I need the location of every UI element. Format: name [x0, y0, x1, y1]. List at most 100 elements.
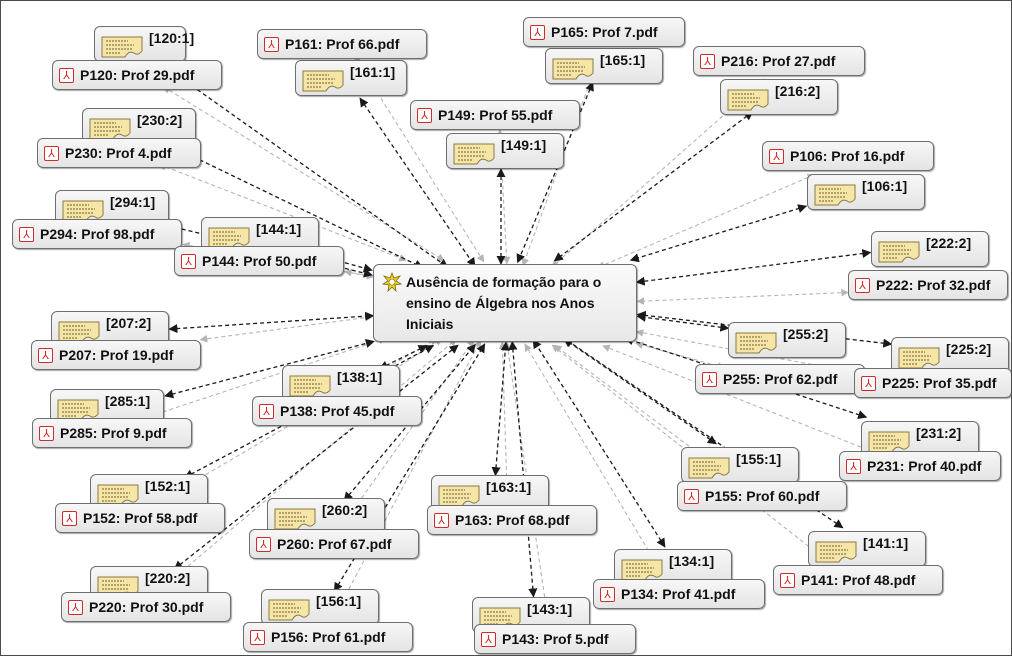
document-label: P106: Prof 16.pdf: [790, 148, 905, 164]
document-label: P294: Prof 98.pdf: [40, 226, 155, 242]
pdf-icon: ⅄: [62, 510, 77, 526]
quotation-label: [255:2]: [783, 326, 829, 342]
quotation-note-icon: [101, 36, 143, 58]
document-label: P156: Prof 61.pdf: [271, 629, 386, 645]
quotation-note-icon: [268, 599, 310, 621]
quotation-node[interactable]: [216:2]: [720, 79, 838, 115]
document-node[interactable]: ⅄P141: Prof 48.pdf: [773, 565, 943, 595]
quotation-note-icon: [289, 375, 331, 397]
quotation-note-icon: [89, 118, 131, 140]
document-label: P152: Prof 58.pdf: [83, 510, 198, 526]
quotation-note-icon: [274, 508, 316, 530]
quotation-node[interactable]: [106:1]: [807, 174, 925, 210]
pdf-icon: ⅄: [481, 631, 496, 647]
quotation-link: [516, 81, 594, 264]
quotation-note-icon: [621, 559, 663, 581]
document-link: [602, 344, 882, 456]
quotation-label: [220:2]: [145, 570, 191, 586]
document-node[interactable]: ⅄P138: Prof 45.pdf: [252, 396, 422, 426]
code-icon: [382, 272, 402, 292]
quotation-label: [216:2]: [775, 83, 821, 99]
quotation-note-icon: [58, 321, 100, 343]
quotation-link: [168, 311, 375, 334]
quotation-node[interactable]: [260:2]: [267, 498, 385, 534]
document-label: P161: Prof 66.pdf: [285, 36, 400, 52]
quotation-node[interactable]: [120:1]: [94, 26, 194, 62]
document-node[interactable]: ⅄P294: Prof 98.pdf: [12, 219, 182, 249]
document-node[interactable]: ⅄P216: Prof 27.pdf: [693, 46, 865, 76]
quotation-label: [161:1]: [350, 64, 396, 80]
document-node[interactable]: ⅄P230: Prof 4.pdf: [37, 138, 201, 168]
pdf-icon: ⅄: [861, 375, 876, 391]
pdf-icon: ⅄: [684, 488, 699, 504]
document-label: P222: Prof 32.pdf: [876, 277, 991, 293]
document-link: [636, 288, 849, 305]
quotation-label: [156:1]: [316, 593, 362, 609]
document-node[interactable]: ⅄ P149: Prof 55.pdf: [410, 100, 580, 130]
pdf-icon: ⅄: [38, 347, 53, 363]
document-label: P144: Prof 50.pdf: [202, 253, 317, 269]
document-node[interactable]: ⅄P260: Prof 67.pdf: [249, 529, 419, 559]
pdf-icon: ⅄: [417, 107, 432, 123]
pdf-icon: ⅄: [39, 425, 54, 441]
document-node[interactable]: ⅄P220: Prof 30.pdf: [61, 592, 231, 622]
quotation-node[interactable]: [161:1]: [295, 60, 407, 96]
document-label: P225: Prof 35.pdf: [882, 375, 997, 391]
document-node[interactable]: ⅄ P225: Prof 35.pdf: [854, 368, 1011, 398]
document-link: [596, 173, 816, 269]
pdf-icon: ⅄: [702, 371, 717, 387]
document-label: P141: Prof 48.pdf: [801, 572, 916, 588]
document-node[interactable]: ⅄P231: Prof 40.pdf: [839, 451, 1001, 481]
quotation-label: [143:1]: [527, 601, 573, 617]
document-node[interactable]: ⅄P144: Prof 50.pdf: [174, 246, 344, 276]
document-node[interactable]: ⅄P165: Prof 7.pdf: [523, 17, 685, 47]
quotation-node[interactable]: [255:2]: [728, 322, 846, 358]
document-link: [524, 343, 668, 582]
quotation-link: [636, 312, 730, 332]
quotation-node[interactable]: [138:1]: [282, 365, 400, 401]
document-label: P165: Prof 7.pdf: [551, 24, 658, 40]
quotation-label: [106:1]: [862, 178, 908, 194]
document-node[interactable]: ⅄P120: Prof 29.pdf: [52, 60, 222, 90]
document-label: P220: Prof 30.pdf: [89, 599, 204, 615]
document-node[interactable]: ⅄ P255: Prof 62.pdf: [695, 364, 865, 394]
document-node[interactable]: ⅄P222: Prof 32.pdf: [848, 270, 1008, 300]
document-node[interactable]: ⅄ P156: Prof 61.pdf: [243, 622, 413, 652]
document-label: P134: Prof 41.pdf: [621, 586, 736, 602]
pdf-icon: ⅄: [44, 145, 59, 161]
code-node[interactable]: Ausência de formação para o ensino de Ál…: [373, 264, 637, 342]
quotation-note-icon: [898, 347, 940, 369]
document-node[interactable]: ⅄P106: Prof 16.pdf: [762, 141, 934, 171]
document-node[interactable]: ⅄P285: Prof 9.pdf: [32, 418, 192, 448]
document-label: P143: Prof 5.pdf: [502, 631, 609, 647]
quotation-link: [532, 339, 666, 548]
quotation-label: [163:1]: [486, 479, 532, 495]
quotation-label: [149:1]: [501, 137, 547, 153]
document-node[interactable]: ⅄ P152: Prof 58.pdf: [55, 503, 225, 533]
quotation-label: [152:1]: [145, 478, 191, 494]
document-label: P149: Prof 55.pdf: [438, 107, 553, 123]
pdf-icon: ⅄: [250, 629, 265, 645]
document-node[interactable]: ⅄P163: Prof 68.pdf: [427, 505, 597, 535]
document-node[interactable]: ⅄P155: Prof 60.pdf: [677, 481, 847, 511]
document-node[interactable]: ⅄P161: Prof 66.pdf: [257, 29, 427, 59]
quotation-note-icon: [453, 143, 495, 165]
quotation-node[interactable]: [165:1]: [545, 48, 663, 84]
quotation-label: [230:2]: [137, 112, 183, 128]
quotation-node[interactable]: [155:1]: [681, 447, 799, 483]
document-node[interactable]: ⅄ P143: Prof 5.pdf: [474, 624, 636, 654]
quotation-node[interactable]: [141:1]: [808, 531, 926, 567]
document-label: P216: Prof 27.pdf: [721, 53, 836, 69]
quotation-label: [231:2]: [916, 425, 962, 441]
quotation-label: [134:1]: [669, 553, 715, 569]
quotation-link: [635, 249, 872, 286]
quotation-note-icon: [727, 89, 769, 111]
document-label: P163: Prof 68.pdf: [455, 512, 570, 528]
document-label: P255: Prof 62.pdf: [723, 371, 838, 387]
document-node[interactable]: ⅄P207: Prof 19.pdf: [31, 340, 201, 370]
quotation-node[interactable]: [149:1]: [446, 133, 564, 169]
quotation-node[interactable]: [156:1]: [261, 589, 379, 625]
quotation-node[interactable]: [222:2]: [871, 231, 989, 267]
document-node[interactable]: ⅄P134: Prof 41.pdf: [593, 579, 765, 609]
